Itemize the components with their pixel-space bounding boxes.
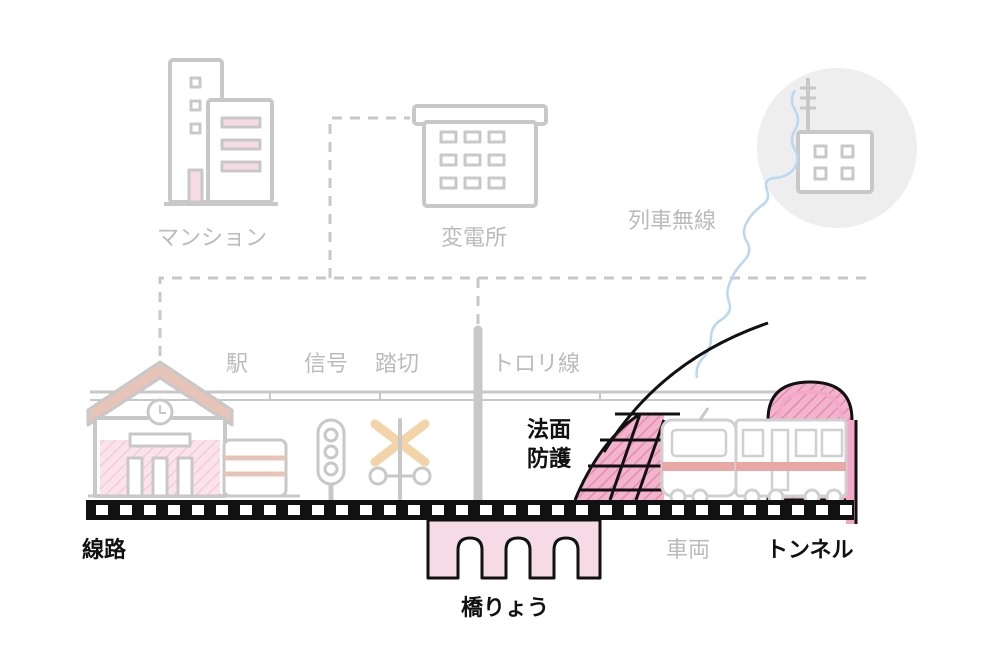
radio-wave bbox=[695, 89, 800, 379]
label-slope-protection-line2: 防護 bbox=[527, 447, 572, 472]
track-sleeper bbox=[288, 505, 300, 515]
track-sleeper bbox=[144, 505, 156, 515]
platform bbox=[88, 438, 300, 498]
label-track: 線路 bbox=[82, 538, 127, 563]
track-sleeper bbox=[816, 505, 828, 515]
track-sleeper bbox=[192, 505, 204, 515]
track-sleeper bbox=[120, 505, 132, 515]
bridge bbox=[426, 518, 602, 580]
track-sleeper bbox=[504, 505, 516, 515]
station-building bbox=[86, 360, 234, 498]
track-sleeper bbox=[840, 505, 852, 515]
slope-protection bbox=[573, 321, 769, 501]
railway-signal bbox=[316, 418, 346, 500]
label-mansion: マンション bbox=[157, 226, 268, 251]
radio-tower bbox=[796, 78, 874, 194]
track-sleeper bbox=[456, 505, 468, 515]
label-slope-protection-line1: 法面 bbox=[527, 418, 572, 443]
track-sleeper bbox=[408, 505, 420, 515]
label-train-radio: 列車無線 bbox=[628, 209, 717, 234]
track-sleeper bbox=[696, 505, 708, 515]
label-vehicle: 車両 bbox=[666, 538, 711, 563]
track-sleeper bbox=[384, 505, 396, 515]
track-sleeper bbox=[744, 505, 756, 515]
track-sleeper bbox=[216, 505, 228, 515]
track-sleeper bbox=[672, 505, 684, 515]
track-sleeper bbox=[528, 505, 540, 515]
track-sleeper bbox=[648, 505, 660, 515]
level-crossing bbox=[368, 418, 432, 502]
track-sleeper bbox=[360, 505, 372, 515]
label-crossing: 踏切 bbox=[375, 352, 420, 377]
track-sleeper bbox=[792, 505, 804, 515]
railway-track bbox=[86, 500, 854, 520]
label-signal: 信号 bbox=[304, 352, 349, 377]
label-station: 駅 bbox=[226, 352, 249, 377]
label-substation: 変電所 bbox=[441, 226, 508, 251]
track-sleeper bbox=[600, 505, 612, 515]
track-sleeper bbox=[264, 505, 276, 515]
track-sleeper bbox=[312, 505, 324, 515]
mansion-building bbox=[164, 58, 278, 206]
track-sleeper bbox=[576, 505, 588, 515]
track-sleeper bbox=[168, 505, 180, 515]
label-trolley-wire: トロリ線 bbox=[492, 352, 581, 377]
track-sleeper bbox=[624, 505, 636, 515]
train bbox=[660, 407, 848, 506]
track-sleeper bbox=[552, 505, 564, 515]
power-network-dashed-lines bbox=[158, 116, 870, 356]
track-sleeper bbox=[720, 505, 732, 515]
track-sleeper bbox=[480, 505, 492, 515]
track-sleeper bbox=[336, 505, 348, 515]
track-sleeper bbox=[240, 505, 252, 515]
substation-building bbox=[412, 104, 548, 208]
track-sleeper bbox=[432, 505, 444, 515]
label-tunnel: トンネル bbox=[766, 538, 854, 563]
label-bridge: 橋りょう bbox=[461, 596, 550, 621]
track-sleeper bbox=[768, 505, 780, 515]
track-sleeper bbox=[96, 505, 108, 515]
